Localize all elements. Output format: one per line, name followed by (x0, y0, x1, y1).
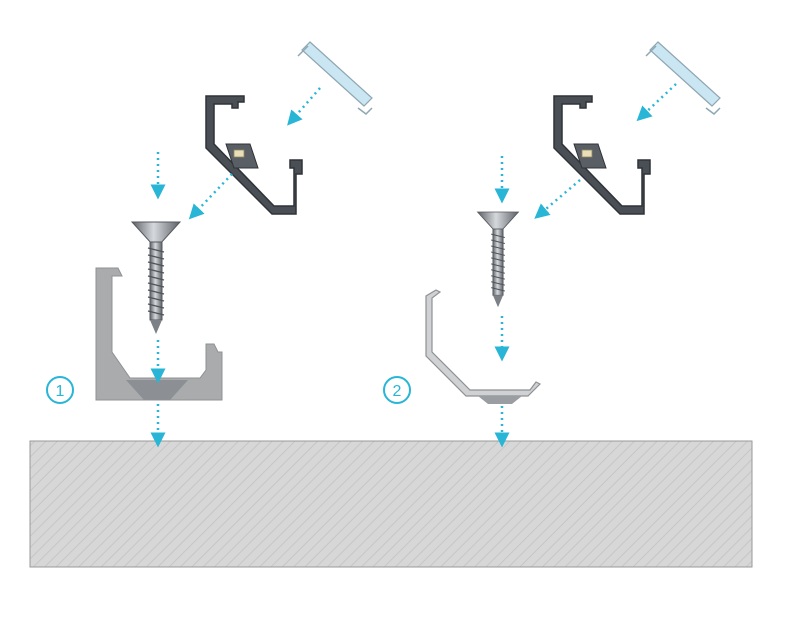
step-number: 2 (393, 383, 402, 400)
mounting-surface (29, 440, 753, 568)
spring-bracket (425, 289, 542, 397)
corner-profile (205, 95, 303, 215)
arrow (287, 87, 321, 126)
clip-countersink (126, 380, 188, 400)
arrow (188, 173, 233, 220)
diffuser-cover (297, 41, 373, 115)
bracket-screw-seat (478, 396, 522, 404)
mounting-clip (95, 267, 223, 401)
diffuser-cover (645, 41, 721, 115)
step-number: 1 (56, 383, 65, 400)
step-badge (46, 376, 74, 404)
arrow (636, 83, 677, 122)
screw (131, 221, 181, 335)
arrow (534, 179, 581, 219)
variant-2: 2 (383, 41, 721, 448)
corner-profile (553, 95, 651, 215)
screw (477, 211, 519, 308)
variant-1: 1 (46, 41, 373, 448)
step-badge (383, 376, 411, 404)
